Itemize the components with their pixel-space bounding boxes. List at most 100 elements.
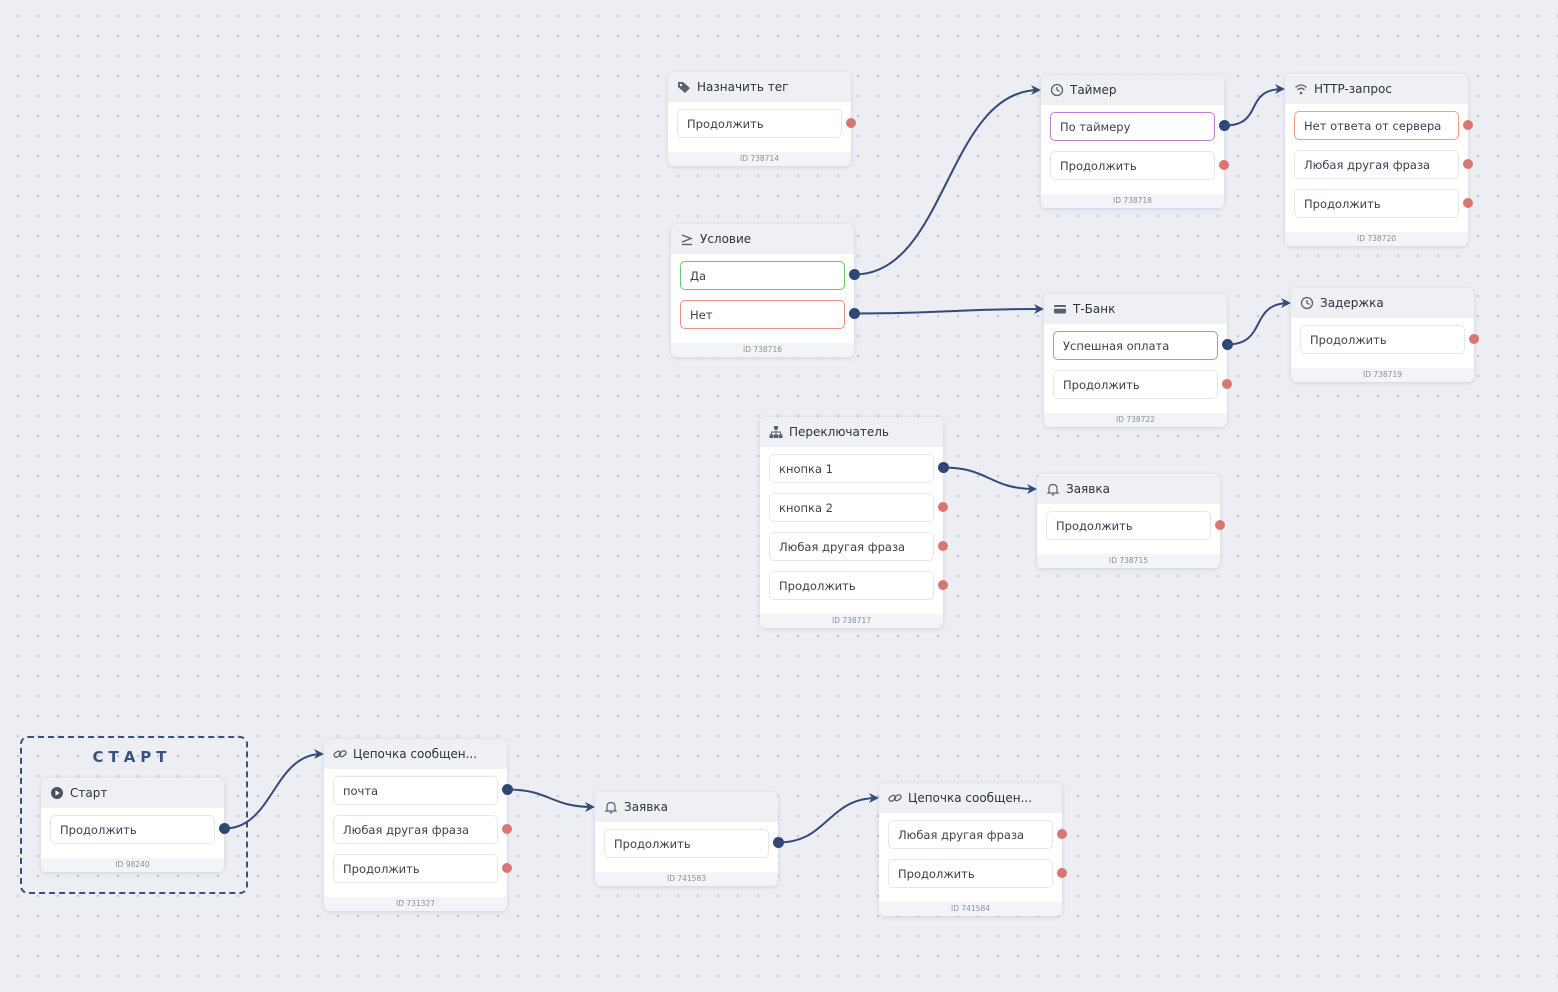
port-handle[interactable] bbox=[1469, 334, 1479, 344]
port-label: Продолжить bbox=[343, 861, 420, 876]
node-header[interactable]: Старт bbox=[41, 778, 224, 808]
port-label: Любая другая фраза bbox=[898, 827, 1025, 842]
connection-edge[interactable] bbox=[507, 788, 595, 812]
node-port[interactable]: кнопка 1 bbox=[769, 454, 949, 483]
node-port[interactable]: Любая другая фраза bbox=[1294, 150, 1473, 179]
node-title: Цепочка сообщен... bbox=[908, 791, 1033, 805]
node-port[interactable]: Успешная оплата bbox=[1053, 331, 1233, 360]
port-handle[interactable] bbox=[502, 824, 512, 834]
port-handle[interactable] bbox=[1463, 120, 1473, 130]
port-handle[interactable] bbox=[938, 462, 949, 473]
port-handle[interactable] bbox=[1463, 198, 1473, 208]
port-handle[interactable] bbox=[846, 118, 856, 128]
port-handle[interactable] bbox=[849, 308, 860, 319]
node-port[interactable]: Продолжить bbox=[677, 109, 856, 138]
node-header[interactable]: Таймер bbox=[1041, 75, 1224, 105]
node-header[interactable]: Т-Банк bbox=[1044, 294, 1227, 324]
connection-edge[interactable] bbox=[854, 85, 1041, 276]
node-header[interactable]: Цепочка сообщен... bbox=[879, 783, 1062, 813]
port-handle[interactable] bbox=[938, 541, 948, 551]
port-handle[interactable] bbox=[1057, 829, 1067, 839]
port-handle[interactable] bbox=[1219, 160, 1229, 170]
node-title: Переключатель bbox=[789, 425, 889, 439]
port-handle[interactable] bbox=[502, 784, 513, 795]
node-port[interactable]: Продолжить bbox=[1294, 189, 1473, 218]
play-icon bbox=[50, 786, 64, 800]
port-label: Нет ответа от сервера bbox=[1304, 118, 1442, 133]
port-handle[interactable] bbox=[1463, 159, 1473, 169]
node-port[interactable]: Продолжить bbox=[1300, 325, 1479, 354]
port-handle[interactable] bbox=[219, 823, 230, 834]
connection-edge[interactable] bbox=[943, 466, 1037, 494]
node-port[interactable]: почта bbox=[333, 776, 513, 805]
port-label: Продолжить bbox=[60, 822, 137, 837]
node-port[interactable]: Любая другая фраза bbox=[333, 815, 512, 844]
node-header[interactable]: Цепочка сообщен... bbox=[324, 739, 507, 769]
port-handle[interactable] bbox=[1057, 868, 1067, 878]
port-label: Продолжить bbox=[1056, 518, 1133, 533]
port-label: По таймеру bbox=[1060, 119, 1131, 134]
flow-node[interactable]: Переключатель кнопка 1 кнопка 2 Любая друга… bbox=[760, 417, 949, 628]
node-port[interactable]: Продолжить bbox=[1046, 511, 1225, 540]
port-handle[interactable] bbox=[938, 502, 948, 512]
port-handle[interactable] bbox=[502, 863, 512, 873]
port-handle[interactable] bbox=[849, 269, 860, 280]
port-handle[interactable] bbox=[1222, 339, 1233, 350]
node-port[interactable]: Нет ответа от сервера bbox=[1294, 111, 1473, 140]
node-port[interactable]: Продолжить bbox=[769, 571, 948, 600]
node-port[interactable]: кнопка 2 bbox=[769, 493, 948, 522]
node-id-label: ID 738718 bbox=[1041, 194, 1224, 208]
node-port[interactable]: По таймеру bbox=[1050, 112, 1230, 141]
node-header[interactable]: Условие bbox=[671, 224, 854, 254]
port-handle[interactable] bbox=[1222, 379, 1232, 389]
node-id-label: ID 738717 bbox=[760, 614, 943, 628]
connection-edge[interactable] bbox=[778, 793, 879, 844]
node-port[interactable]: Да bbox=[680, 261, 860, 290]
port-label: Продолжить bbox=[779, 578, 856, 593]
node-port[interactable]: Любая другая фраза bbox=[769, 532, 948, 561]
port-handle[interactable] bbox=[1219, 120, 1230, 131]
node-port[interactable]: Продолжить bbox=[1053, 370, 1232, 399]
node-port[interactable]: Продолжить bbox=[333, 854, 512, 883]
hierarchy-icon bbox=[769, 425, 783, 439]
port-handle[interactable] bbox=[1215, 520, 1225, 530]
node-port[interactable]: Продолжить bbox=[604, 829, 784, 858]
node-body: Продолжить bbox=[41, 808, 230, 858]
port-label: Любая другая фраза bbox=[779, 539, 906, 554]
node-header[interactable]: Назначить тег bbox=[668, 72, 851, 102]
port-handle[interactable] bbox=[938, 580, 948, 590]
node-header[interactable]: Заявка bbox=[595, 792, 778, 822]
node-header[interactable]: HTTP-запрос bbox=[1285, 74, 1468, 104]
port-handle[interactable] bbox=[773, 837, 784, 848]
node-body: Продолжить bbox=[668, 102, 856, 152]
connection-edge[interactable] bbox=[854, 304, 1044, 315]
connection-edge[interactable] bbox=[1224, 84, 1285, 127]
node-header[interactable]: Заявка bbox=[1037, 474, 1220, 504]
node-title: Назначить тег bbox=[697, 80, 789, 94]
port-label: кнопка 1 bbox=[779, 461, 833, 476]
node-port[interactable]: Нет bbox=[680, 300, 860, 329]
node-header[interactable]: Задержка bbox=[1291, 288, 1474, 318]
node-port[interactable]: Любая другая фраза bbox=[888, 820, 1067, 849]
node-header[interactable]: Переключатель bbox=[760, 417, 943, 447]
node-port[interactable]: Продолжить bbox=[888, 859, 1067, 888]
node-port[interactable]: Продолжить bbox=[50, 815, 230, 844]
node-port[interactable]: Продолжить bbox=[1050, 151, 1229, 180]
connection-edge[interactable] bbox=[1227, 298, 1291, 346]
